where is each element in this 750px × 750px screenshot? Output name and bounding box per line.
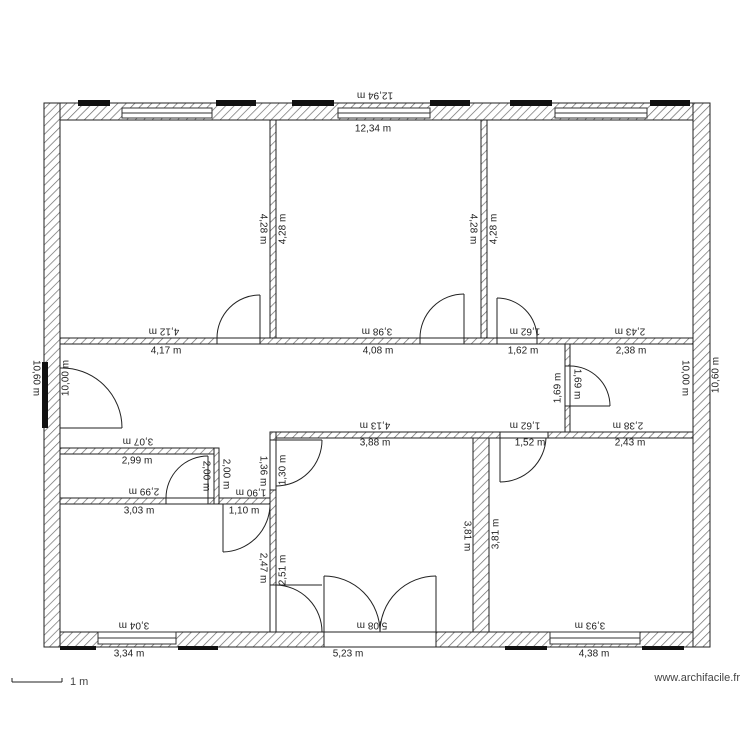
dim-r2-height-b: 4,28 m [489, 214, 500, 245]
dim-brr-width-flipped: 3,93 m [575, 619, 606, 630]
door-bedroom-2 [419, 293, 465, 345]
wall-r2-r3 [480, 119, 488, 339]
dim-bm-width: 5,23 m [333, 649, 364, 660]
dim-outer-width-flipped: 12,94 m [357, 89, 393, 100]
dim-br-width-flipped: 2,38 m [613, 419, 644, 430]
window-top-6 [430, 100, 470, 106]
window-bottom-4 [549, 631, 641, 645]
dim-corridor-width-flipped: 1,62 m [510, 419, 541, 430]
dim-r1-height-b: 4,28 m [278, 214, 289, 245]
wall-right [692, 102, 711, 648]
dim-hall-height: 2,47 m [257, 553, 268, 584]
window-top-7 [510, 100, 552, 106]
wall-bath-top [59, 447, 219, 455]
wall-bath-right [213, 447, 220, 505]
dim-wc-height: 1,36 m [257, 456, 268, 487]
interior-walls [59, 119, 694, 633]
windows [42, 100, 690, 650]
door-entrance-left [59, 367, 123, 429]
scale-bar: 1 m [11, 676, 88, 688]
dim-wc-height-2: 1,30 m [278, 455, 289, 486]
dim-bath-width-flipped: 3,07 m [123, 435, 154, 446]
dim-brr-width: 4,38 m [579, 649, 610, 660]
door-living-right [499, 431, 549, 483]
wall-r1-r2 [269, 119, 277, 339]
dim-living-height: 3,81 m [461, 521, 472, 552]
wall-bath-bottom [59, 497, 271, 505]
window-bottom-1 [97, 631, 177, 645]
door-closet [222, 503, 271, 553]
door-bedroom-3 [496, 297, 538, 345]
wall-living-right [472, 437, 490, 633]
window-top-3 [216, 100, 256, 106]
dim-r1-width: 4,17 m [151, 346, 182, 357]
window-top-9 [650, 100, 690, 106]
door-bedroom-1 [216, 294, 261, 345]
watermark: www.archifacile.fr [653, 672, 740, 684]
window-top-4 [292, 100, 334, 106]
dim-bath-width: 2,99 m [122, 456, 153, 467]
dim-closet-width-flipped: 2,99 m [129, 485, 160, 496]
window-top-8 [554, 107, 648, 119]
dim-r2-width: 4,08 m [363, 346, 394, 357]
door-small-room [564, 365, 611, 407]
dim-r3a-width-flipped: 1,62 m [510, 325, 541, 336]
dim-left-inner-height: 10,00 m [61, 360, 72, 396]
dim-bath-height: 2,00 m [200, 461, 211, 492]
window-bottom-1b [60, 646, 96, 650]
dim-r2-height-a: 4,28 m [467, 214, 478, 245]
window-top-2 [121, 107, 213, 119]
dim-small-height: 1,69 m [553, 373, 564, 404]
window-top-1 [78, 100, 110, 106]
doors [59, 293, 611, 648]
dim-inner-width: 12,34 m [355, 124, 391, 135]
dim-small-height-flipped: 1,69 m [571, 369, 582, 400]
door-bath [165, 455, 209, 505]
exterior-walls [43, 102, 711, 648]
inner-outline [59, 119, 694, 633]
window-bottom-2 [178, 646, 218, 650]
dim-br-width: 2,43 m [615, 438, 646, 449]
dimension-labels: 12,94 m 12,34 m 10,60 m 10,00 m 10,00 m … [30, 89, 721, 659]
window-bottom-3 [505, 646, 547, 650]
dim-r4-width: 2,38 m [616, 346, 647, 357]
window-bottom-5 [642, 646, 684, 650]
window-top-5 [337, 107, 431, 119]
wall-bedrooms-bottom [59, 337, 694, 345]
dim-bm-width-flipped: 5,08 m [357, 619, 388, 630]
dim-r1-height-a: 4,28 m [257, 214, 268, 245]
dim-r1-width-flipped: 4,12 m [149, 325, 180, 336]
door-wc [269, 439, 323, 491]
door-double-main [323, 575, 437, 648]
dim-r4-width-flipped: 2,43 m [615, 325, 646, 336]
scale-label: 1 m [70, 676, 88, 688]
dim-living-height-2: 3,81 m [491, 519, 502, 550]
dim-mid-width: 3,88 m [360, 438, 391, 449]
dim-bl-width: 3,34 m [114, 649, 145, 660]
dim-right-outer-height: 10,60 m [711, 357, 722, 393]
dim-r3a-width: 1,62 m [508, 346, 539, 357]
dim-closet-width: 3,03 m [124, 506, 155, 517]
dim-right-inner-height: 10,00 m [679, 360, 690, 396]
door-hall-low [269, 584, 323, 633]
dim-wc-width-flipped: 1,90 m [236, 486, 267, 497]
dim-wc-width: 1,10 m [229, 506, 260, 517]
dim-r2-width-flipped: 3,98 m [362, 325, 393, 336]
dim-bath-height-flipped: 2,00 m [220, 459, 231, 490]
dim-hall-height-2: 2,51 m [278, 555, 289, 586]
window-left [42, 362, 48, 428]
dim-left-outer-height: 10,60 m [30, 360, 41, 396]
dim-mid-width-flipped: 4,13 m [360, 419, 391, 430]
dim-bl-width-flipped: 3,04 m [119, 619, 150, 630]
dim-corridor-width: 1,52 m [515, 438, 546, 449]
